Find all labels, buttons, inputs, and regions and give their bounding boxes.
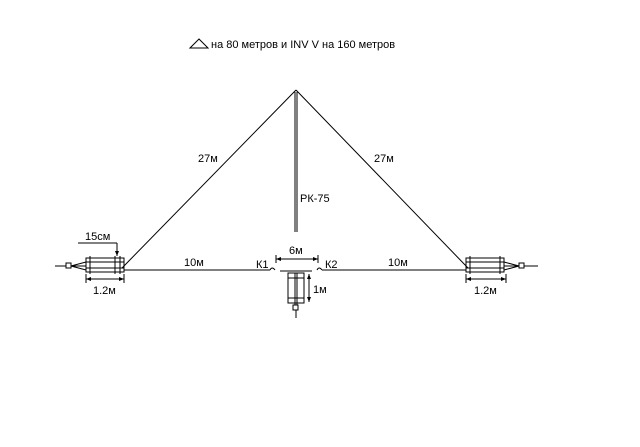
left-leg-wire xyxy=(121,89,297,269)
right-leg-label: 27м xyxy=(374,153,394,165)
relay-k2-label: К2 xyxy=(325,259,338,271)
diagram-title: на 80 метров и INV V на 160 метров xyxy=(188,38,395,51)
left-fan-bot xyxy=(70,265,87,271)
right-stub-dim-arrow-l xyxy=(466,277,471,281)
gap-15cm-arrow xyxy=(115,251,119,256)
left-stub-body xyxy=(85,257,125,273)
relay-k1-contact xyxy=(269,267,276,271)
right-end-assembly xyxy=(465,256,538,274)
left-stub-label: 1.2м xyxy=(93,285,116,297)
right-stub-dim-arrow-r xyxy=(501,277,506,281)
left-leg-label: 27м xyxy=(198,153,218,165)
left-fan-top xyxy=(70,261,87,267)
coax-label: РК-75 xyxy=(300,193,330,205)
feed-drop-arrow-t xyxy=(307,274,311,279)
right-stub-label: 1.2м xyxy=(474,285,497,297)
left-stub-dim-arrow-l xyxy=(86,277,91,281)
wire-right-label: 10м xyxy=(388,257,408,269)
right-stub-body xyxy=(465,257,505,273)
feed-width-label: 6м xyxy=(289,245,303,257)
feed-drop-arrow-b xyxy=(307,297,311,302)
feed-box xyxy=(287,272,305,304)
relay-k1-label: К1 xyxy=(256,259,269,271)
right-insulator xyxy=(518,262,525,269)
left-stub-dim-arrow-r xyxy=(119,277,124,281)
right-fan-top xyxy=(503,261,520,267)
left-end-assembly xyxy=(55,256,125,274)
feed-width-arrow-r xyxy=(313,257,318,261)
relay-k2-contact xyxy=(316,267,323,271)
feed-width-arrow-l xyxy=(276,257,281,261)
feed-point xyxy=(280,270,312,318)
wire-left-label: 10м xyxy=(184,257,204,269)
right-fan-bot xyxy=(503,265,520,271)
gap-15cm-label: 15см xyxy=(85,231,110,243)
feed-drop-label: 1м xyxy=(313,284,327,296)
feed-connector xyxy=(292,304,299,311)
right-leg-wire xyxy=(295,89,469,269)
left-insulator xyxy=(65,262,72,269)
triangle-outline-icon xyxy=(188,38,210,49)
title-text: на 80 метров и INV V на 160 метров xyxy=(211,39,395,51)
